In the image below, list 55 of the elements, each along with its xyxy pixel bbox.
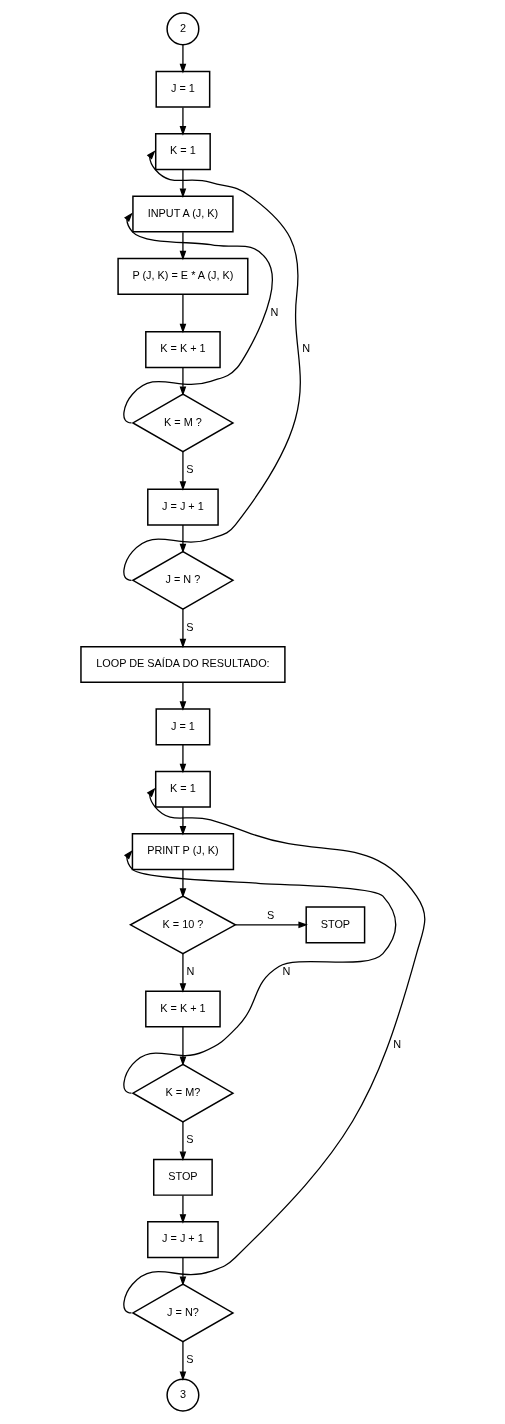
arrow (179, 366, 186, 396)
arrow (179, 868, 186, 898)
arrow (122, 150, 301, 581)
arrow (179, 953, 186, 993)
node-box: K = 1 (154, 770, 211, 808)
node-circle: 3 (165, 1378, 199, 1412)
arrow (179, 1121, 186, 1162)
node-diamond: K = 10 ? (128, 895, 237, 955)
node-box: INPUT A (J, K) (131, 195, 234, 233)
arrow (179, 1194, 186, 1224)
node-box: K = K + 1 (144, 990, 221, 1028)
arrow (122, 212, 273, 424)
arrow (179, 681, 186, 711)
arrow (179, 524, 186, 554)
node-box: J = 1 (154, 708, 210, 746)
arrow (234, 921, 308, 929)
arrow (179, 293, 186, 334)
node-box: J = J + 1 (146, 1221, 219, 1259)
edge-label: S (185, 620, 193, 633)
edge-label: S (185, 463, 193, 476)
edge-label: N (270, 305, 278, 318)
node-box: LOOP DE SAÍDA DO RESULTADO: (79, 645, 286, 684)
edge-label: S (185, 1353, 193, 1366)
arrow (179, 231, 186, 261)
node-circle: 2 (165, 12, 199, 46)
edge-label: N (185, 965, 194, 978)
node-diamond: K = M ? (130, 393, 234, 453)
arrow (179, 806, 186, 836)
edge-label: S (266, 908, 274, 921)
node-box: J = J + 1 (146, 488, 219, 526)
node-box: STOP (304, 906, 365, 944)
arrow (179, 44, 186, 74)
arrow (179, 1026, 186, 1067)
edge-label: N (301, 342, 310, 355)
node-box: K = 1 (154, 133, 211, 171)
node-box: STOP (152, 1158, 213, 1196)
arrow (179, 106, 186, 136)
edge-label: N (392, 1038, 401, 1051)
arrow (179, 744, 186, 774)
node-box: P (J, K) = E * A (J, K) (116, 257, 249, 295)
arrow (179, 169, 186, 198)
arrow (179, 1341, 186, 1381)
arrow (179, 451, 186, 491)
arrow (179, 1256, 186, 1286)
node-diamond: J = N? (130, 1283, 234, 1343)
node-box: PRINT P (J, K) (131, 833, 234, 871)
edge-label: N (281, 965, 290, 978)
edge-label: S (185, 1133, 193, 1146)
arrow (179, 608, 186, 649)
arrow (122, 850, 396, 1094)
arrow (122, 787, 425, 1314)
node-box: J = 1 (154, 70, 210, 108)
node-diamond: K = M? (130, 1063, 234, 1123)
node-box: K = K + 1 (144, 331, 221, 369)
node-diamond: J = N ? (130, 550, 234, 610)
